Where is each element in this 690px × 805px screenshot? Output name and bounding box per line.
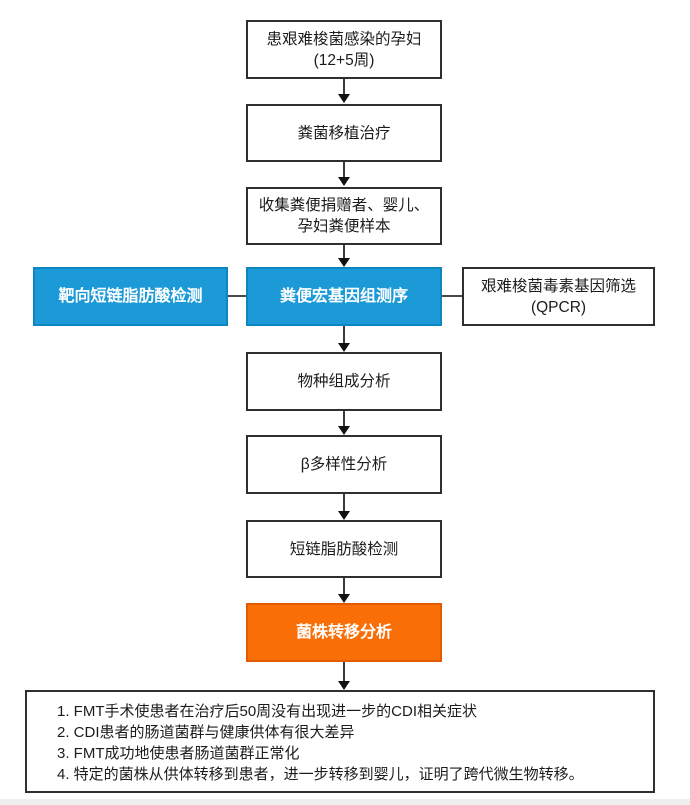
node-targeted-scfa-detection: 靶向短链脂肪酸检测: [33, 267, 228, 326]
down-arrow: [343, 162, 345, 177]
down-arrow: [343, 662, 345, 681]
down-arrow: [343, 578, 345, 594]
down-arrow: [343, 326, 345, 343]
down-arrow: [343, 79, 345, 94]
connector-line: [442, 295, 462, 297]
node-fecal-metagenome-sequencing: 粪便宏基因组测序: [246, 267, 442, 326]
node-label: 粪便宏基因组测序: [279, 288, 408, 305]
node-label: 收集粪便捐赠者、婴儿、: [258, 197, 430, 214]
connector-line: [228, 295, 246, 297]
node-fmt-treatment: 粪菌移植治疗: [246, 104, 442, 162]
conclusion-item: 1. FMT手术使患者在治疗后50周没有出现进一步的CDI相关症状: [57, 703, 478, 720]
node-label: 菌株转移分析: [295, 624, 392, 641]
down-arrow: [343, 494, 345, 511]
conclusion-item: 3. FMT成功地使患者肠道菌群正常化: [57, 745, 300, 762]
down-arrow: [343, 245, 345, 258]
page-bottom-edge: [0, 799, 690, 805]
node-label: (12+5周): [313, 51, 375, 69]
node-pregnant-cdi-patient: 患艰难梭菌感染的孕妇 (12+5周): [246, 20, 442, 79]
conclusion-item: 4. 特定的菌株从供体转移到患者，进一步转移到婴儿，证明了跨代微生物转移。: [57, 766, 584, 783]
node-conclusions: 1. FMT手术使患者在治疗后50周没有出现进一步的CDI相关症状 2. CDI…: [25, 690, 655, 793]
node-label: 艰难梭菌毒素基因筛选: [480, 277, 636, 295]
node-label: (QPCR): [530, 298, 587, 316]
node-sample-collection: 收集粪便捐赠者、婴儿、 孕妇粪便样本: [246, 187, 442, 245]
node-label: 靶向短链脂肪酸检测: [58, 288, 203, 305]
node-strain-transfer-analysis: 菌株转移分析: [246, 603, 442, 662]
node-toxin-gene-screening-qpcr: 艰难梭菌毒素基因筛选 (QPCR): [462, 267, 655, 326]
node-species-composition-analysis: 物种组成分析: [246, 352, 442, 411]
node-label: 短链脂肪酸检测: [289, 540, 399, 558]
node-label: 物种组成分析: [297, 373, 391, 390]
node-label: β多样性分析: [300, 456, 388, 473]
node-label: 粪菌移植治疗: [297, 124, 391, 142]
node-beta-diversity-analysis: β多样性分析: [246, 435, 442, 494]
node-label: 孕妇粪便样本: [297, 218, 391, 235]
down-arrow: [343, 411, 345, 426]
node-label: 患艰难梭菌感染的孕妇: [266, 30, 422, 48]
node-scfa-detection: 短链脂肪酸检测: [246, 520, 442, 578]
conclusion-item: 2. CDI患者的肠道菌群与健康供体有很大差异: [57, 724, 355, 741]
